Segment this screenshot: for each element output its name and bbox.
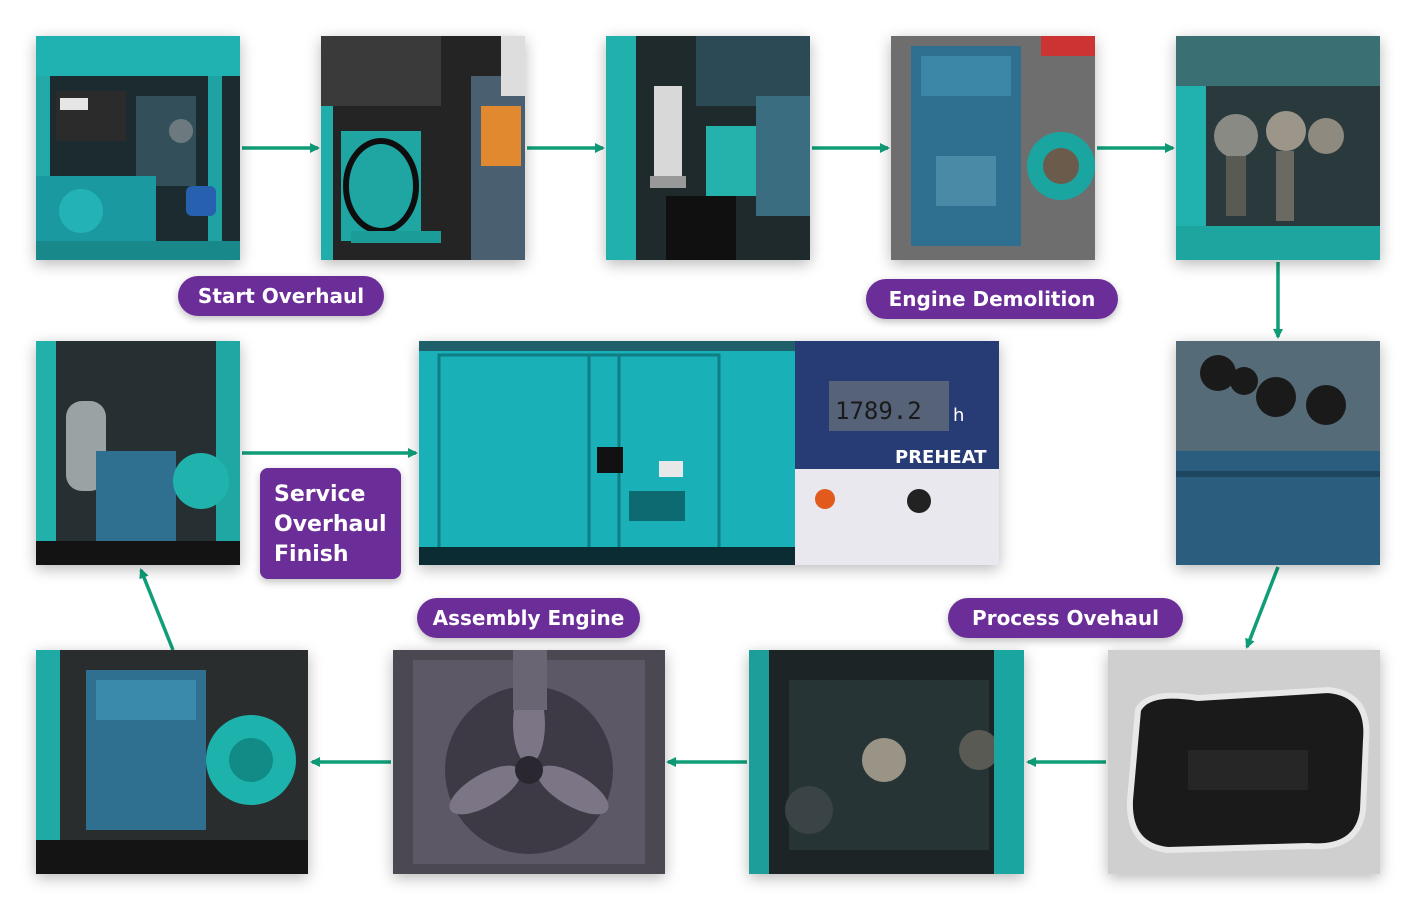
photo-generator-reassembled: [36, 341, 240, 565]
label-assembly-engine: Assembly Engine: [417, 598, 640, 638]
preheat-label: PREHEAT: [895, 447, 987, 468]
label-process-overhaul: Process Ovehaul: [948, 598, 1183, 638]
photo-generator-open: [36, 36, 240, 260]
photo-panel-removal: [321, 36, 525, 260]
finish-line-1: Service: [274, 482, 366, 507]
photo-generator-finished: 1789.2 h PREHEAT: [419, 341, 999, 565]
hour-meter-readout: 1789.2: [835, 397, 922, 425]
finish-line-3: Finish: [274, 542, 349, 567]
photo-engine-assembled: [36, 650, 308, 874]
photo-engine-block: [891, 36, 1095, 260]
label-service-overhaul-finish: Service Overhaul Finish: [260, 468, 401, 579]
photo-radiator-fan: [393, 650, 665, 874]
hour-unit: h: [953, 405, 965, 426]
arrow-10-11: [139, 568, 175, 651]
photo-engine-gears: [1176, 36, 1380, 260]
label-engine-demolition: Engine Demolition: [866, 279, 1118, 319]
photo-fuel-filter: [606, 36, 810, 260]
label-start-overhaul: Start Overhaul: [178, 276, 384, 316]
photo-cylinder-block: [1176, 341, 1380, 565]
arrow-6-7: [1245, 566, 1280, 649]
finish-line-2: Overhaul: [274, 512, 387, 537]
photo-engine-process: [749, 650, 1024, 874]
photo-oil-pan: [1108, 650, 1380, 874]
